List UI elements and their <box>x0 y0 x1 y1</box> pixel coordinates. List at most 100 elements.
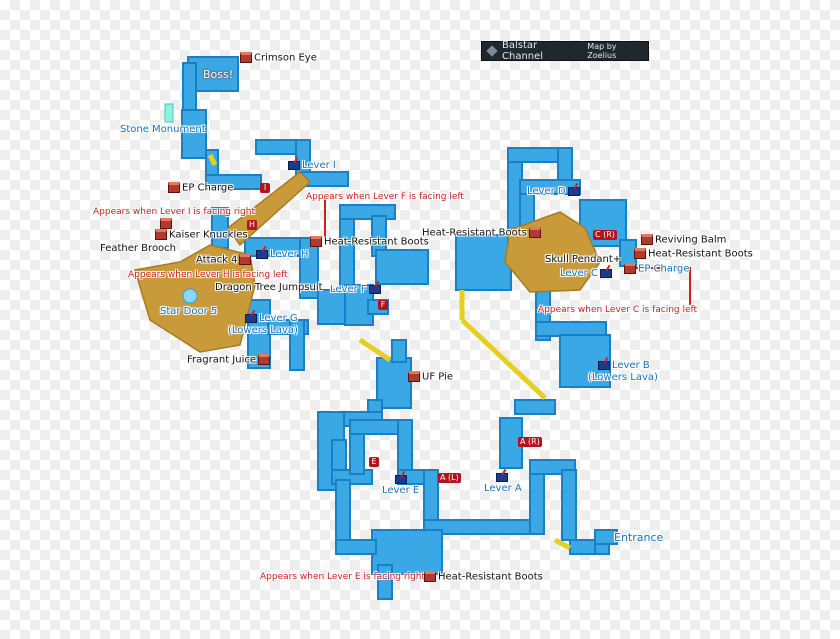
corridor <box>375 249 429 285</box>
lever-icon <box>598 360 610 370</box>
stone-monument-icon <box>164 103 174 123</box>
item-skull-pendant: Skull Pendant+ <box>545 254 622 265</box>
lever-icon <box>368 284 381 294</box>
corridor <box>514 399 556 415</box>
room <box>455 234 512 291</box>
lever-a-icon <box>496 472 510 484</box>
lever-icon <box>567 186 580 196</box>
marker-a-r: A (R) <box>518 437 544 449</box>
corridor <box>339 214 355 288</box>
chest-icon <box>168 182 180 193</box>
lever-icon <box>395 474 407 484</box>
item-kaiser-knuckles-chest <box>160 218 174 231</box>
lever-a: Lever A <box>484 483 522 495</box>
note-lever-h: Appears when Lever H is facing left <box>128 270 288 280</box>
corridor <box>299 237 319 299</box>
lever-icon <box>496 472 508 482</box>
lever-label: Lever E <box>382 485 420 496</box>
chest-icon <box>634 248 646 259</box>
item-reviving-balm: Reviving Balm <box>641 234 726 247</box>
lever-label: Lever G <box>259 313 298 324</box>
chest-icon <box>240 52 252 63</box>
item-label: EP Charge <box>182 182 234 194</box>
bridge <box>553 537 572 551</box>
corridor <box>205 174 262 190</box>
item-kaiser-knuckles: Kaiser Knuckles <box>155 229 248 242</box>
marker-badge: C (R) <box>593 230 617 240</box>
marker-badge: H <box>247 220 257 230</box>
map-credit: Map by Zoelius <box>587 42 617 60</box>
lever-label: Lever B <box>612 360 650 371</box>
lever-e: Lever E <box>382 485 419 497</box>
lever-b-note: (Lowers Lava) <box>588 372 658 383</box>
lever-label: Lever A <box>484 483 522 494</box>
bridge <box>358 337 392 363</box>
item-uf-pie: UF Pie <box>408 371 453 384</box>
chest-icon <box>624 263 636 274</box>
lever-b: Lever B <box>598 360 650 372</box>
corridor <box>519 179 581 195</box>
marker-badge: A (L) <box>438 473 461 483</box>
lever-d: Lever D <box>527 186 582 198</box>
note-lever-i: Appears when Lever I is facing right <box>93 207 255 217</box>
item-heat-resistant-boots-2: Heat-Resistant Boots <box>422 227 543 240</box>
place-star-door: Star Door 5 <box>160 306 218 317</box>
marker-badge: A (R) <box>518 437 542 447</box>
item-ep-charge-right: EP Charge <box>624 263 689 276</box>
item-label: Attack 4 <box>196 254 238 266</box>
bridge <box>460 318 547 400</box>
chest-icon <box>310 236 322 247</box>
room <box>371 529 443 575</box>
item-ep-charge-left: EP Charge <box>168 182 233 195</box>
item-label: Fragrant Juice <box>187 354 257 366</box>
chest-icon <box>424 571 436 582</box>
corridor <box>561 469 577 541</box>
item-heat-resistant-boots-1: Heat-Resistant Boots <box>310 236 429 249</box>
marker-e: E <box>369 457 381 469</box>
item-label: Heat-Resistant Boots <box>324 236 429 248</box>
chest-icon <box>160 218 172 229</box>
item-heat-resistant-boots-4: Heat-Resistant Boots <box>424 571 543 584</box>
item-heat-resistant-boots-3: Heat-Resistant Boots <box>634 248 753 261</box>
marker-h: H <box>247 220 259 232</box>
star-door-icon <box>182 288 198 304</box>
map-title: Balstar Channel <box>502 40 544 62</box>
note-lever-e: Appears when Lever E is facing right <box>260 572 426 582</box>
chest-icon <box>155 229 167 240</box>
marker-c-r: C (R) <box>593 230 619 242</box>
title-decoration-icon <box>486 45 498 57</box>
corridor <box>182 62 197 116</box>
lever-label: Lever I <box>302 160 336 171</box>
lever-icon <box>288 160 300 170</box>
corridor <box>391 339 407 363</box>
item-fragrant-juice: Fragrant Juice <box>187 354 272 367</box>
item-attack-4: Attack 4 <box>196 254 253 267</box>
lever-e-icon <box>395 474 409 486</box>
lever-icon <box>599 268 612 278</box>
marker-badge: I <box>260 183 270 193</box>
note-lever-f: Appears when Lever F is facing left <box>306 192 464 202</box>
corridor <box>289 319 305 371</box>
chest-icon <box>408 371 420 382</box>
item-crimson-eye: Crimson Eye <box>240 52 317 65</box>
place-stone-monument: Stone Monument <box>120 124 206 135</box>
item-feather-brooch: Feather Brooch <box>100 243 177 254</box>
lava-area-right <box>504 211 601 293</box>
item-label: Heat-Resistant Boots <box>438 571 543 583</box>
corridor <box>594 529 618 545</box>
lever-i: Lever I <box>288 160 336 172</box>
marker-f: F <box>378 300 390 312</box>
marker-badge: E <box>369 457 379 467</box>
boss-label: Boss! <box>203 68 234 81</box>
lever-label: Lever F <box>330 284 367 295</box>
item-label: Crimson Eye <box>254 52 317 64</box>
corridor <box>535 321 607 337</box>
lever-c-indicator <box>635 267 691 305</box>
lever-label: Lever D <box>527 186 566 197</box>
corridor <box>335 539 377 555</box>
item-label: Heat-Resistant Boots <box>422 227 527 239</box>
bridge <box>207 153 218 167</box>
lever-c: Lever C <box>560 268 614 280</box>
item-label: EP Charge <box>638 263 690 275</box>
